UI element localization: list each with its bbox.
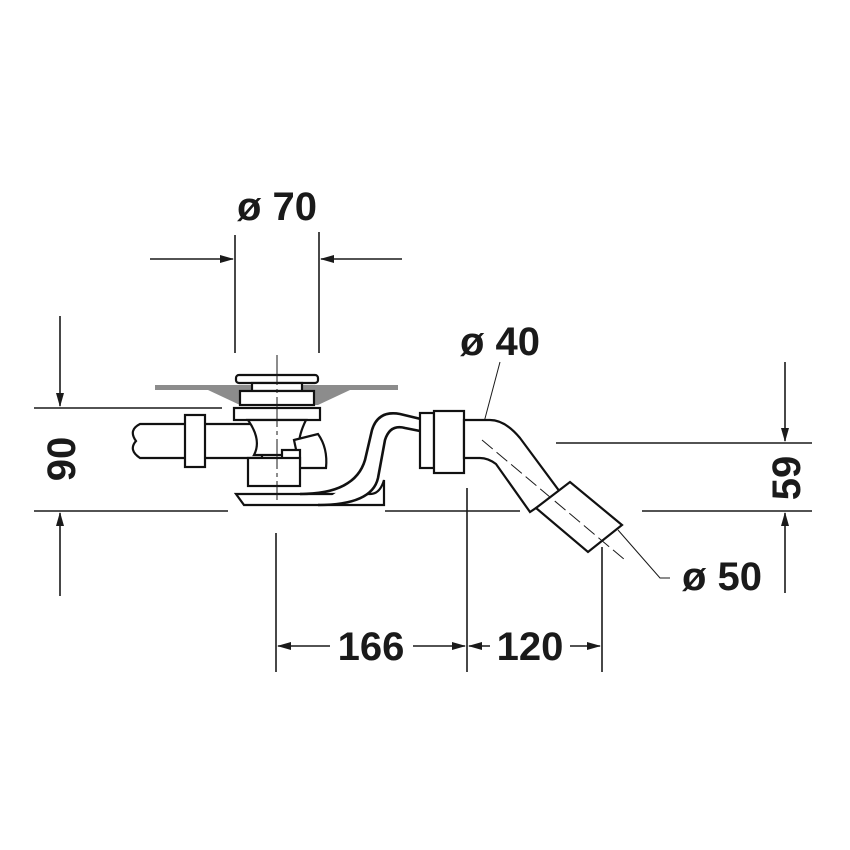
label-pipe-diameter: ø 50 [682, 555, 762, 599]
dim-total-height: 90 [34, 316, 228, 596]
label-outlet-height: 59 [765, 456, 809, 501]
dim-outlet-height: 59 [385, 362, 812, 593]
label-outlet-diameter: ø 40 [460, 320, 540, 364]
label-total-height: 90 [40, 437, 84, 482]
dim-drain-diameter: ø 70 [150, 185, 402, 353]
label-drain-diameter: ø 70 [237, 185, 317, 229]
dim-pipe-diameter: ø 50 [617, 529, 762, 599]
label-horizontal-to-outlet: 166 [338, 625, 405, 669]
dim-outlet-diameter: ø 40 [460, 320, 540, 427]
drain-assembly [131, 355, 626, 561]
label-outlet-to-pipe: 120 [497, 625, 564, 669]
dim-horizontal: 166 120 [275, 488, 603, 672]
